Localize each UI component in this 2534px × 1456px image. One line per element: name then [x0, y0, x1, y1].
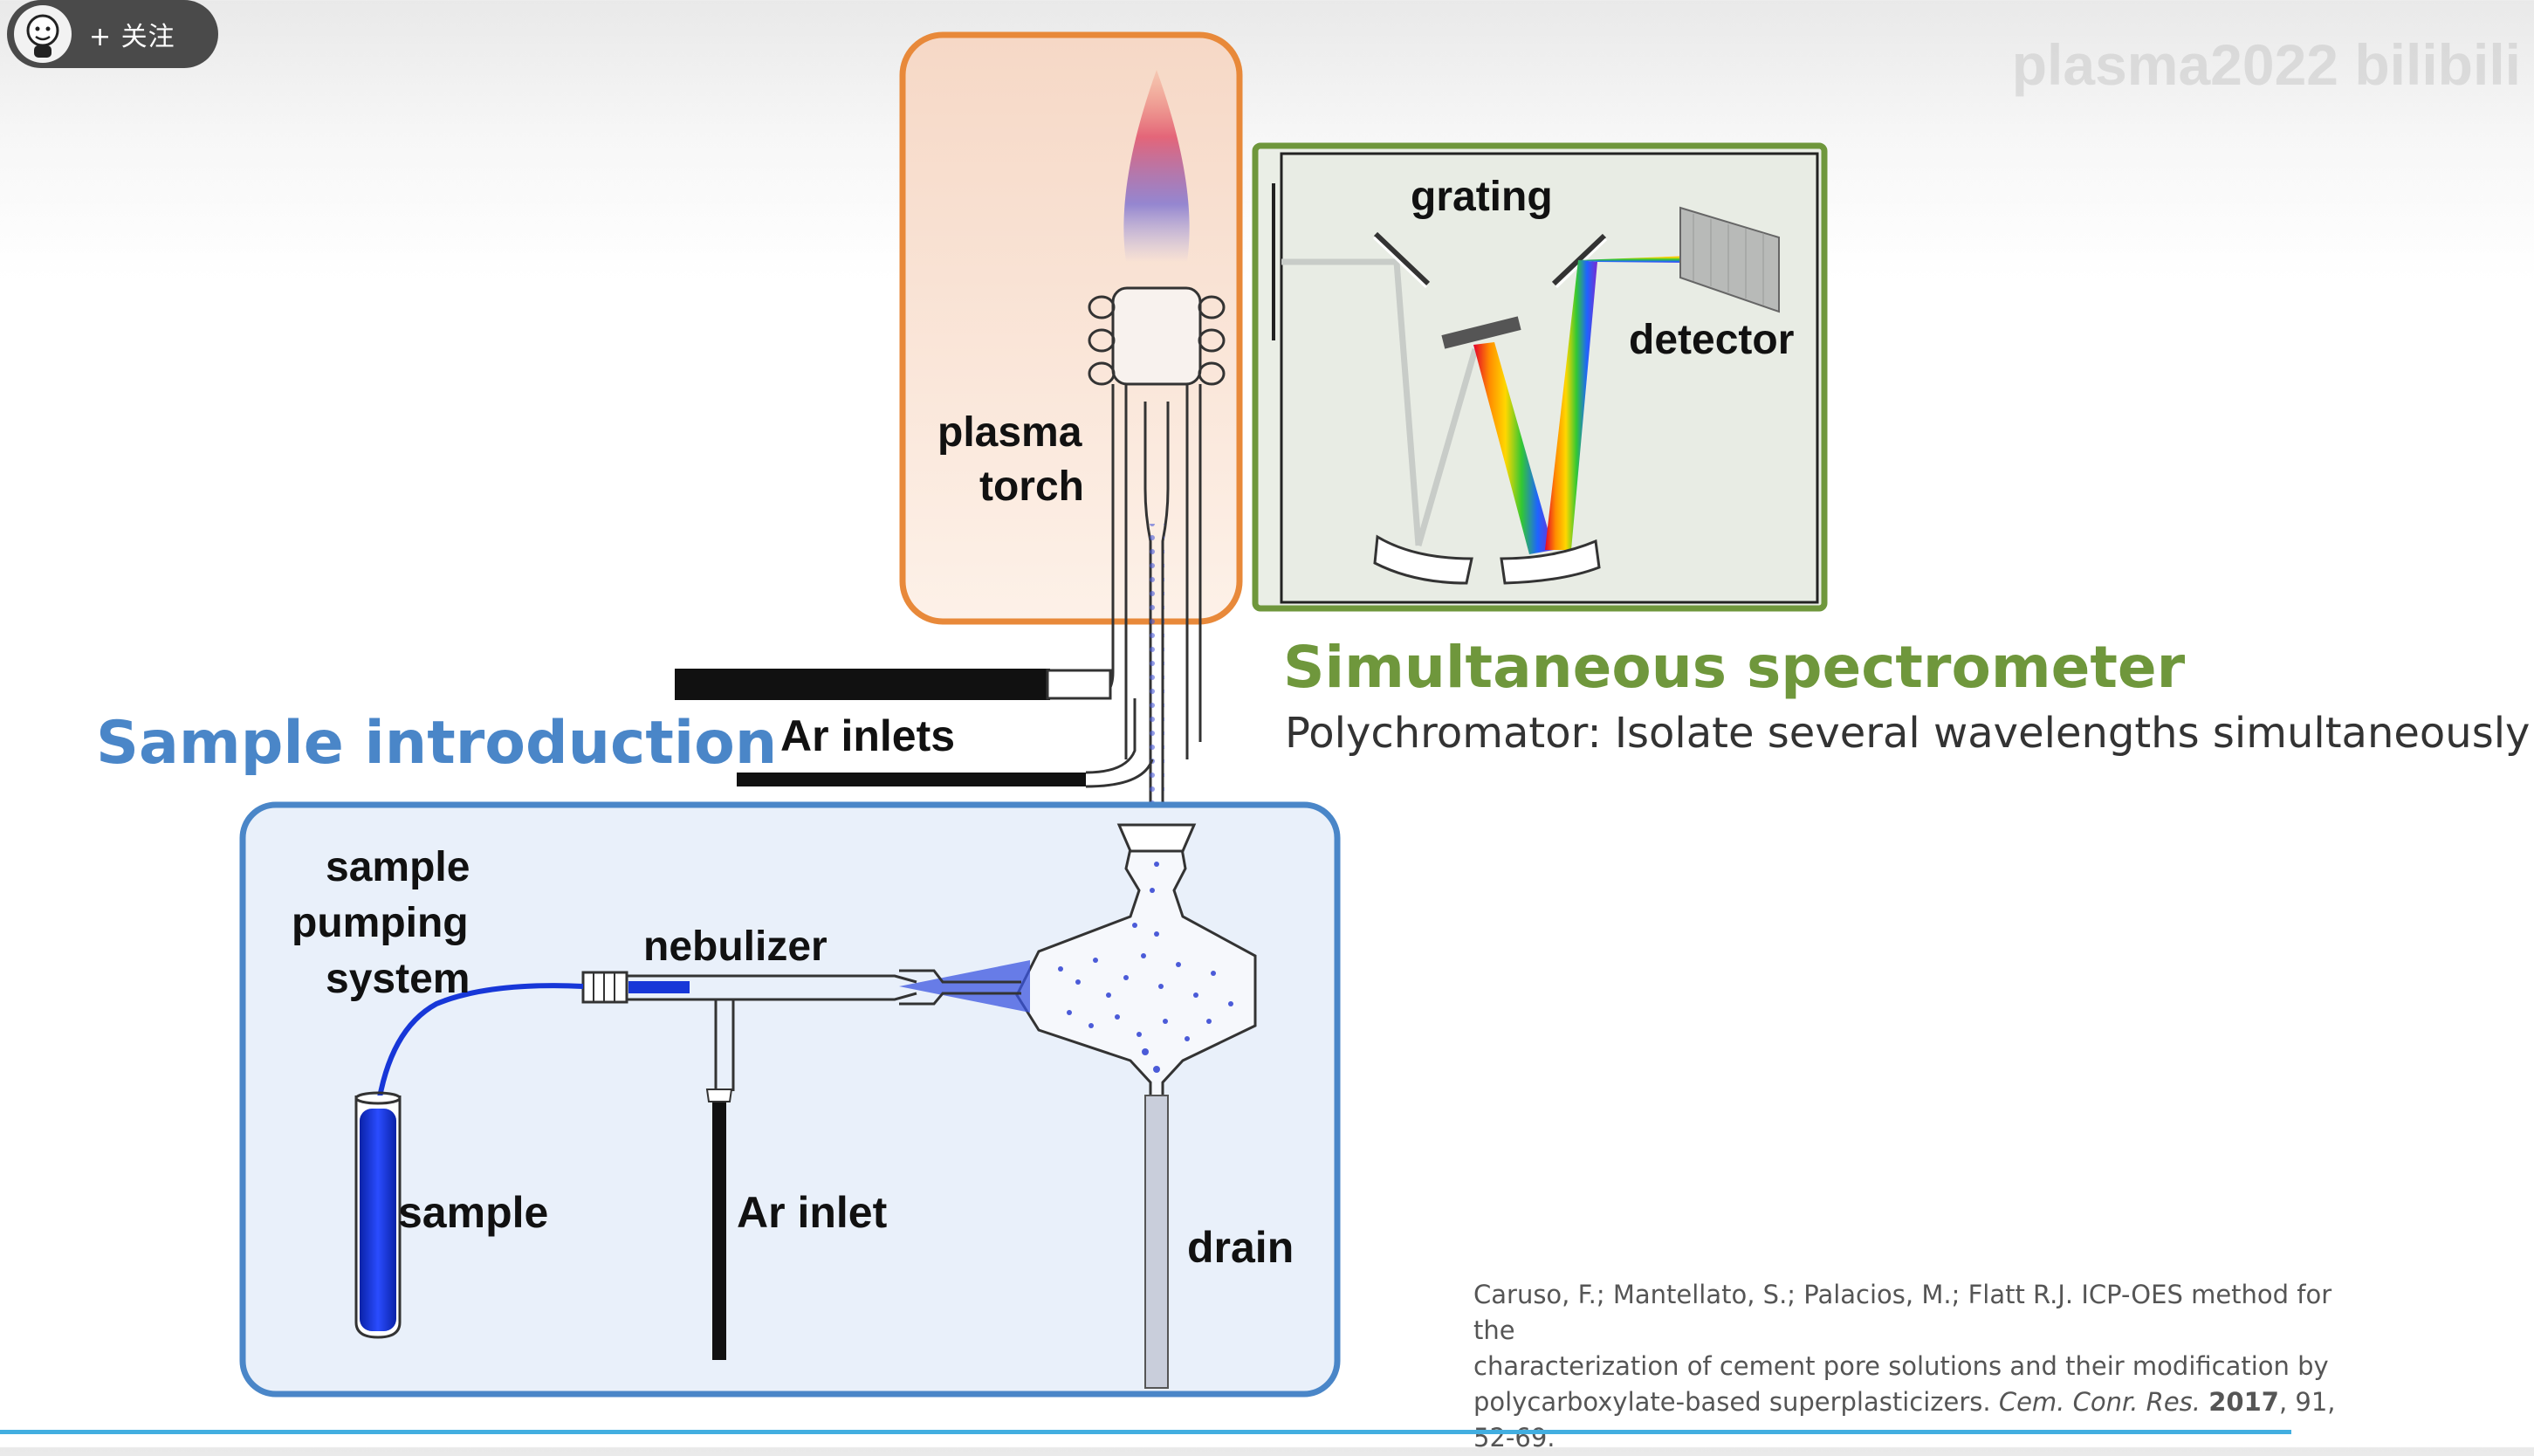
- drain-tube: [1144, 1095, 1169, 1389]
- label-plasma: plasma: [937, 409, 1082, 456]
- light-path-grey: [1281, 258, 1479, 546]
- follow-label: + 关注: [89, 22, 175, 52]
- watermark: plasma2022 bilibili: [2011, 32, 2521, 97]
- entrance-mirror: [1373, 231, 1431, 286]
- concave-mirror-2: [1500, 539, 1601, 585]
- label-nebulizer: nebulizer: [643, 924, 827, 970]
- label-drain: drain: [1187, 1223, 1294, 1272]
- label-sample-pumping-2: pumping: [292, 900, 469, 946]
- heading-sample-introduction: Sample introduction: [96, 709, 778, 778]
- heading-simultaneous-spectrometer: Simultaneous spectrometer: [1283, 634, 2186, 701]
- sample-pump-tube: [374, 983, 584, 1114]
- sample-liquid: [360, 1109, 396, 1331]
- ar-inlet-bar-upper: [675, 669, 1050, 700]
- detector-array: [1679, 206, 1780, 313]
- citation: Caruso, F.; Mantellato, S.; Palacios, M.…: [1473, 1277, 2346, 1456]
- video-progress-line: [0, 1430, 2291, 1434]
- exit-mirror: [1551, 233, 1607, 286]
- dispersed-light-1: [1473, 342, 1554, 554]
- label-sample: sample: [398, 1188, 549, 1237]
- label-grating: grating: [1411, 174, 1553, 220]
- citation-line-3: polycarboxylate-based superplasticizers.…: [1473, 1384, 2346, 1456]
- rf-coil: [1088, 286, 1226, 386]
- label-sample-pumping-1: sample: [326, 844, 470, 890]
- aerosol-in-torch: [1149, 524, 1164, 812]
- citation-year: 2017: [2208, 1387, 2279, 1417]
- plasma-flame: [1123, 70, 1190, 262]
- concave-mirror-1: [1373, 534, 1473, 585]
- citation-journal: Cem. Conr. Res.: [1998, 1387, 2201, 1417]
- label-ar-inlet: Ar inlet: [737, 1188, 888, 1237]
- dispersed-light-2: [1545, 260, 1597, 550]
- citation-line-1: Caruso, F.; Mantellato, S.; Palacios, M.…: [1473, 1280, 2332, 1345]
- follow-button[interactable]: + 关注: [7, 0, 218, 68]
- ar-inlet-tube: [712, 1091, 726, 1360]
- citation-line-2: characterization of cement pore solution…: [1473, 1351, 2329, 1381]
- avatar-icon: [26, 14, 59, 58]
- label-ar-inlets: Ar inlets: [780, 711, 956, 760]
- nebulizer-spray: [899, 960, 1030, 1013]
- citation-title-end: polycarboxylate-based superplasticizers.: [1473, 1387, 1999, 1417]
- avatar: [14, 5, 72, 63]
- label-sample-pumping-3: system: [326, 956, 470, 1002]
- grating: [1441, 316, 1521, 349]
- nebulizer: [585, 969, 1021, 1091]
- ar-inlet-bar-lower: [737, 773, 1086, 786]
- polychromator-description: Polychromator: Isolate several wavelengt…: [1285, 709, 2531, 758]
- label-detector: detector: [1629, 317, 1795, 363]
- label-torch: torch: [979, 464, 1084, 510]
